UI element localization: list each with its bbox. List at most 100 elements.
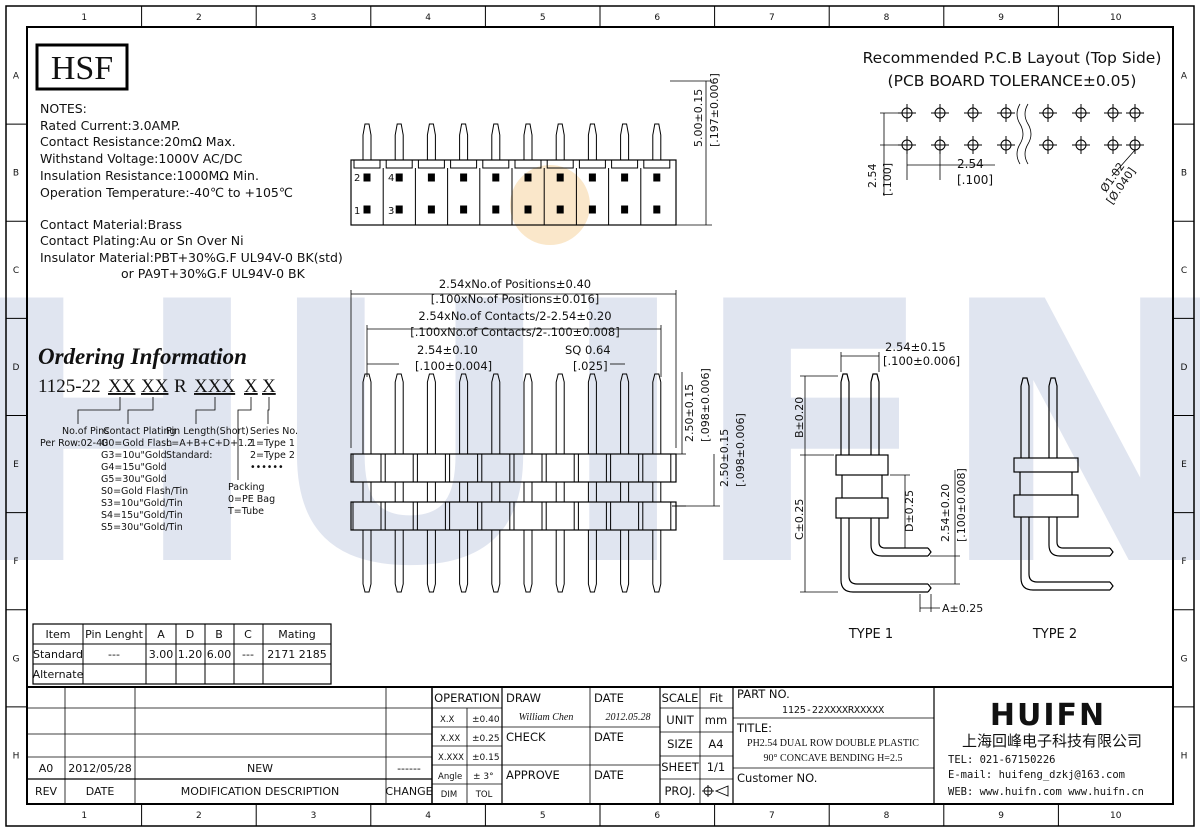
top-view-pin — [523, 123, 533, 160]
top-view-pin — [459, 123, 469, 160]
top-view-pin-square — [588, 173, 596, 182]
top-view-pin-collar — [353, 160, 381, 169]
note-line: Operation Temperature:-40℃ to +105℃ — [40, 185, 293, 200]
ordering-code-part: R — [174, 376, 187, 397]
front-dim-pitch: 2.54±0.10 — [417, 343, 478, 357]
front-dim-h1: 2.50±0.15 — [683, 384, 696, 442]
pcb-dim-pitch-h-in: [.100] — [957, 173, 993, 187]
front-view-upper-housing — [350, 453, 677, 483]
tol-value: ±0.15 — [472, 753, 500, 763]
ordering-code-part: XX — [141, 376, 169, 397]
watermark-dot — [510, 165, 590, 245]
top-view-pin-square — [460, 173, 468, 182]
zone-row-label: D — [13, 363, 20, 373]
front-view-pin-tail — [362, 530, 372, 593]
top-view-pin-square — [524, 173, 532, 182]
zone-col-label: 8 — [884, 811, 890, 821]
ordering-code-prefix: 1125-22 — [38, 376, 101, 397]
approve-label: APPROVE — [506, 768, 560, 782]
tol-value: ±0.40 — [472, 715, 500, 725]
top-view-pin — [426, 123, 436, 160]
table-cell: 3.00 — [149, 648, 174, 661]
top-dim-height-in: [.197±0.006] — [708, 73, 721, 147]
side-dim-pitch: 2.54±0.15 — [885, 340, 946, 354]
side-dim-row-in: [.100±0.008] — [955, 468, 968, 542]
pin-number-label: 1 — [354, 206, 360, 217]
revision-header: MODIFICATION DESCRIPTION — [181, 785, 340, 798]
draw-label: DRAW — [506, 691, 541, 705]
table-header: A — [157, 628, 165, 641]
top-view-pin-square — [460, 205, 468, 214]
size-value: A4 — [708, 737, 723, 751]
pcb-layout-subtitle: (PCB BOARD TOLERANCE±0.05) — [888, 72, 1137, 90]
tol-dim: X.XX — [440, 734, 460, 744]
zone-row-label: E — [13, 460, 19, 470]
tol-label: TOL — [475, 790, 493, 800]
series-label: Series No. — [250, 426, 298, 437]
notes-heading: NOTES: — [40, 101, 87, 116]
zone-col-label: 5 — [540, 811, 546, 821]
tol-value: ±0.25 — [472, 734, 500, 744]
front-view-pin — [555, 373, 565, 454]
zone-row-label: G — [1181, 654, 1188, 664]
front-view-pin-tail — [652, 530, 662, 593]
front-view-pin — [459, 373, 469, 454]
date-label: DATE — [594, 768, 624, 782]
sheet-label: SHEET — [661, 760, 699, 774]
side-dim-b: B±0.20 — [793, 397, 806, 438]
front-dim-positions: 2.54xNo.of Positions±0.40 — [439, 277, 591, 291]
top-view-pin-square — [556, 205, 564, 214]
tol-dim: Angle — [438, 772, 462, 782]
hsf-logo-text: HSF — [51, 50, 113, 87]
scale-section: SCALE Fit UNIT mm SIZE A4 SHEET 1/1 PROJ… — [661, 691, 729, 798]
front-dim-sq-in: [.025] — [573, 359, 608, 373]
top-view-pin-collar — [514, 160, 542, 169]
table-cell: Alternate — [33, 668, 84, 681]
plating-option: S5=30u"Gold/Tin — [101, 522, 183, 533]
zone-row-label: F — [1181, 557, 1186, 567]
top-view-pin-collar — [578, 160, 606, 169]
zone-row-label: G — [13, 654, 20, 664]
revision-header: REV — [35, 785, 58, 798]
pcb-dim-pitch-v-in: [.100] — [881, 163, 894, 196]
front-view-pin — [426, 373, 436, 454]
front-view-pin — [587, 373, 597, 454]
table-header: D — [186, 628, 194, 641]
ordering-code-part: XXX — [194, 376, 235, 397]
company-logo: HUIFN — [990, 698, 1106, 733]
pcb-dim-pitch-v: 2.54 — [866, 164, 879, 189]
plating-option: G3=10u"Gold — [101, 450, 167, 461]
revision-change: ------ — [397, 762, 421, 775]
pin-length-table: Item Pin Lenght A D B C Mating Standard … — [32, 623, 332, 685]
zone-col-label: 10 — [1110, 811, 1122, 821]
part-no: 1125-22XXXXRXXXXX — [782, 705, 884, 716]
zone-col-label: 4 — [425, 811, 431, 821]
top-view-pin-square — [653, 173, 661, 182]
table-cell: 6.00 — [207, 648, 232, 661]
revision-table: A0 2012/05/28 NEW ------ REV DATE MODIFI… — [35, 762, 433, 798]
top-view-pin-collar — [450, 160, 478, 169]
plating-option: S0=Gold Flash/Tin — [101, 486, 188, 497]
zone-row-label: E — [1181, 460, 1187, 470]
pin-number-label: 2 — [354, 173, 360, 184]
top-view-pin-square — [556, 173, 564, 182]
proj-label: PROJ. — [664, 784, 695, 798]
projection-icon — [702, 785, 729, 797]
zone-row-label: F — [13, 557, 18, 567]
top-view-pin-square — [427, 173, 435, 182]
plating-option: G4=15u"Gold — [101, 462, 167, 473]
material-line: Contact Plating:Au or Sn Over Ni — [40, 233, 244, 248]
front-view-pin — [652, 373, 662, 454]
front-dim-pitch-in: [.100±0.004] — [415, 359, 492, 373]
side-dim-row: 2.54±0.20 — [939, 484, 952, 542]
front-dim-h2: 2.50±0.15 — [718, 429, 731, 487]
zone-col-label: 2 — [196, 811, 202, 821]
table-cell: --- — [108, 648, 120, 661]
side-dim-c: C±0.25 — [793, 499, 806, 540]
tol-dim: X.XXX — [438, 753, 464, 763]
material-line: or PA9T+30%G.F UL94V-0 BK — [121, 266, 306, 281]
company-section: HUIFN 上海回峰电子科技有限公司 TEL: 021-67150226 E-m… — [948, 698, 1144, 798]
zone-row-label: B — [1181, 169, 1187, 179]
top-view-pin — [394, 123, 404, 160]
pcb-layout: Recommended P.C.B Layout (Top Side) (PCB… — [863, 49, 1162, 207]
